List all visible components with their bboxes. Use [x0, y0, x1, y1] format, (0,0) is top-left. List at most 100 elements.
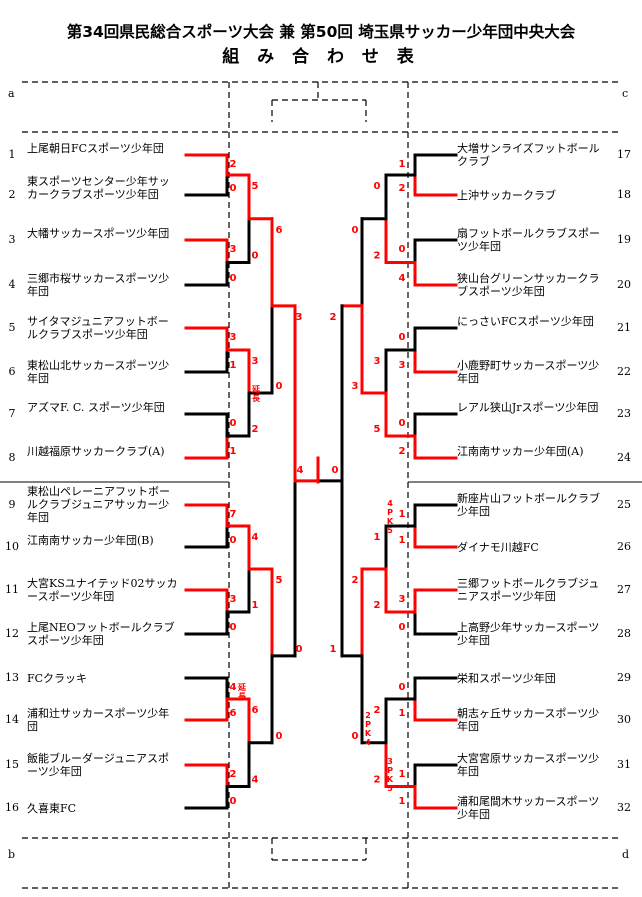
score-label: 1	[399, 535, 406, 546]
team-name: 久喜東FC	[27, 802, 77, 815]
team-name: 三郷市桜サッカースポーツ少年団	[27, 272, 170, 298]
team-number: 24	[617, 451, 631, 464]
team-name: 東松山ペレーニアフットボールクラブジュニアサッカー少年団	[27, 485, 170, 524]
score-label: 2	[230, 769, 237, 780]
team-number: 28	[617, 627, 631, 640]
score-label: 0	[230, 183, 237, 194]
team-name: 扇フットボールクラブスポーツ少年団	[457, 227, 600, 253]
team-name: アズマF. C. スポーツ少年団	[27, 401, 165, 414]
score-label: 2	[374, 775, 381, 786]
score-label: 3	[352, 381, 359, 392]
team-name: 飯能ブルーダージュニアスポーツ少年団	[27, 752, 170, 778]
score-label: 0	[230, 796, 237, 807]
corner-label-d: d	[622, 848, 630, 861]
score-label: 2	[374, 705, 381, 716]
score-label: 0	[296, 644, 303, 655]
team-number: 21	[617, 321, 631, 334]
score-label: 6	[230, 708, 237, 719]
score-label: 6	[252, 705, 259, 716]
score-label: 1	[399, 509, 406, 520]
team-number: 23	[617, 407, 631, 420]
score-label: 0	[276, 731, 283, 742]
team-name: 川越福原サッカークラブ(A)	[27, 445, 165, 458]
corner-label-a: a	[8, 87, 15, 100]
score-label: 1	[399, 796, 406, 807]
score-label: 3	[296, 312, 303, 323]
score-label: 0	[352, 225, 359, 236]
team-name: 上沖サッカークラブ	[457, 189, 556, 202]
extra-time-note: 延長	[237, 682, 247, 701]
team-name: 大宮KSユナイテッド02サッカースポーツ少年団	[27, 577, 178, 603]
team-number: 17	[617, 148, 631, 161]
team-name: 浦和辻サッカースポーツ少年団	[27, 707, 170, 733]
team-number: 8	[8, 451, 16, 464]
score-label: 2	[399, 446, 406, 457]
score-label: 0	[399, 622, 406, 633]
team-name: 江南南サッカー少年団(A)	[457, 445, 584, 458]
score-label: 1	[399, 769, 406, 780]
team-name: 東松山北サッカースポーツ少年団	[27, 359, 170, 385]
team-name: 浦和尾間木サッカースポーツ少年団	[457, 795, 600, 821]
score-label: 0	[399, 332, 406, 343]
team-number: 22	[617, 365, 631, 378]
score-label: 4	[297, 465, 304, 476]
corner-label-b: b	[8, 848, 16, 861]
team-name: 江南南サッカー少年団(B)	[27, 534, 154, 547]
score-label: 1	[399, 159, 406, 170]
score-label: 0	[352, 731, 359, 742]
team-name: 上尾NEOフットボールクラブスポーツ少年団	[27, 621, 175, 647]
score-label: 4	[399, 273, 406, 284]
score-label: 3	[230, 594, 237, 605]
score-label: 1	[399, 708, 406, 719]
team-number: 12	[5, 627, 19, 640]
page-title: 第34回県民総合スポーツ大会 兼 第50回 埼玉県サッカー少年団中央大会	[66, 23, 576, 41]
team-number: 4	[8, 278, 16, 291]
team-number: 31	[617, 758, 631, 771]
team-number: 32	[617, 801, 631, 814]
team-name: にっさいFCスポーツ少年団	[457, 315, 594, 328]
team-number: 3	[8, 233, 16, 246]
score-label: 3	[399, 360, 406, 371]
team-number: 7	[8, 407, 16, 420]
score-label: 1	[230, 360, 237, 371]
score-label: 1	[374, 532, 381, 543]
team-name: サイタマジュニアフットボールクラブスポーツ少年団	[27, 315, 169, 341]
extra-time-note: 延長	[251, 384, 261, 403]
score-label: 1	[252, 600, 259, 611]
score-label: 5	[276, 575, 283, 586]
team-number: 25	[617, 498, 631, 511]
team-name: 三郷フットボールクラブジュニアスポーツ少年団	[457, 577, 600, 603]
score-label: 2	[399, 183, 406, 194]
team-name: 大幡サッカースポーツ少年団	[27, 227, 170, 240]
team-number: 18	[617, 188, 631, 201]
score-label: 0	[399, 418, 406, 429]
score-label: 2	[330, 312, 337, 323]
score-label: 4	[252, 532, 259, 543]
score-label: 5	[374, 424, 381, 435]
team-name: レアル狭山Jrスポーツ少年団	[457, 401, 599, 414]
team-number: 6	[8, 365, 16, 378]
team-name: 上尾朝日FCスポーツ少年団	[27, 142, 164, 155]
team-number: 16	[5, 801, 19, 814]
team-name: 狭山台グリーンサッカークラブスポーツ少年団	[457, 272, 600, 298]
score-label: 3	[374, 356, 381, 367]
team-name: 大宮宮原サッカースポーツ少年団	[457, 752, 600, 778]
score-label: 2	[230, 159, 237, 170]
score-label: 4	[230, 682, 237, 693]
team-name: 東スポーツセンター少年サッカークラブスポーツ少年団	[27, 175, 170, 201]
score-label: 0	[252, 251, 259, 262]
score-label: 6	[276, 225, 283, 236]
score-label: 2	[374, 600, 381, 611]
team-number: 9	[8, 498, 16, 511]
team-number: 14	[5, 713, 19, 726]
score-label: 0	[230, 418, 237, 429]
score-label: 0	[399, 682, 406, 693]
team-number: 30	[617, 713, 631, 726]
team-number: 11	[5, 583, 19, 596]
score-label: 1	[230, 446, 237, 457]
team-number: 10	[5, 540, 19, 553]
score-label: 3	[230, 332, 237, 343]
